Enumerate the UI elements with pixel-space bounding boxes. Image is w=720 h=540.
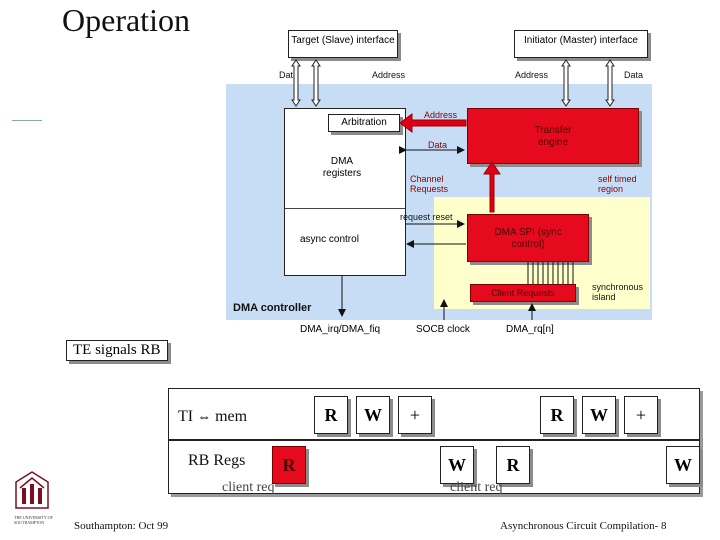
row1-r2-cell: R <box>540 396 574 434</box>
row1-r1-cell: R <box>314 396 348 434</box>
row2-r1-cell: R <box>272 446 306 484</box>
engine-to-arbitration-arrow <box>399 113 467 133</box>
address-to-engine-label: Address <box>424 110 458 120</box>
row1-ti-label: TI ⇔ mem <box>178 408 247 426</box>
channel-requests-label: Channel Requests <box>410 174 449 194</box>
initiator-interface-label: Initiator (Master) interface <box>524 35 638 46</box>
client-request-lines <box>527 262 574 284</box>
row2-w1-label: W <box>448 455 466 475</box>
row1-w2-cell: W <box>582 396 616 434</box>
row2-r2-cell: R <box>496 446 530 484</box>
target-interface-label: Target (Slave) interface <box>291 35 395 46</box>
initiator-interface-box: Initiator (Master) interface <box>514 30 648 58</box>
client-req-label-2: client req <box>450 480 503 495</box>
out-clock-label: SOCB clock <box>416 324 470 335</box>
title-rule <box>12 120 42 121</box>
controller-white-area <box>284 108 406 276</box>
async-control-label: async control <box>300 234 359 245</box>
row1-w1-cell: W <box>356 396 390 434</box>
arbitration-label: Arbitration <box>341 117 387 128</box>
transfer-engine-box: Transfer engine <box>467 108 639 164</box>
te-signals-label-box: TE signals RB <box>66 340 168 361</box>
te-signals-label: TE signals RB <box>73 342 161 358</box>
row1-plus2-label: + <box>635 405 647 425</box>
row1-plus2-cell: + <box>624 396 658 434</box>
row1-r2-label: R <box>550 405 564 425</box>
footer-right: Asynchronous Circuit Compilation- 8 <box>500 520 667 532</box>
transfer-engine-label: Transfer engine <box>534 125 572 148</box>
client-req-label-1: client req <box>222 480 275 495</box>
footer-left: Southampton: Oct 99 <box>74 520 169 532</box>
data-label-right: Data <box>624 70 644 80</box>
dma-controller-label: DMA controller <box>233 302 312 314</box>
self-timed-region-label: self timed region <box>598 174 637 194</box>
row1-r1-label: R <box>324 405 338 425</box>
address-label-left: Address <box>372 70 406 80</box>
channel-requests-arrow <box>483 161 501 213</box>
bus-address-right <box>561 59 571 107</box>
bus-data-right <box>605 59 615 107</box>
dma-spi-box: DMA SPI (sync control) <box>467 214 589 262</box>
te-row-rb-regs <box>168 440 700 494</box>
university-crest-icon: THE UNIVERSITY OF SOUTHAMPTON <box>14 470 54 525</box>
bus-address-left <box>311 59 321 107</box>
row1-plus1-label: + <box>409 405 421 425</box>
request-reset-label: request reset <box>400 212 453 222</box>
row1-mem: mem <box>215 408 248 425</box>
out-irq-label: DMA_irq/DMA_fiq <box>300 324 381 335</box>
data-engine-label: Data <box>428 140 448 150</box>
client-requests-box: Client Requests <box>470 284 576 302</box>
synchronous-island-label: synchronous island <box>592 282 644 302</box>
controller-divider <box>285 208 405 209</box>
row1-plus1-cell: + <box>398 396 432 434</box>
dma-registers-label: DMA registers <box>322 156 362 179</box>
out-rq-label: DMA_rq[n] <box>506 324 554 335</box>
bus-data-left <box>291 59 301 107</box>
client-requests-label: Client Requests <box>491 288 555 298</box>
row1-ti: TI <box>178 408 194 425</box>
row2-w1-cell: W <box>440 446 474 484</box>
row2-rbregs-label: RB Regs <box>188 452 246 469</box>
row1-w2-label: W <box>590 405 608 425</box>
slide-title: Operation <box>62 2 190 38</box>
dma-spi-label: DMA SPI (sync control) <box>494 227 562 250</box>
address-label-right: Address <box>515 70 549 80</box>
te-row-ti-mem <box>168 388 700 440</box>
row1-w1-label: W <box>364 405 382 425</box>
target-interface-box: Target (Slave) interface <box>288 30 398 58</box>
row2-w2-label: W <box>674 455 692 475</box>
bidirectional-arrow-icon: ⇔ <box>197 410 212 425</box>
row2-r2-label: R <box>506 455 520 475</box>
row2-r1-label: R <box>282 455 296 475</box>
row2-w2-cell: W <box>666 446 700 484</box>
data-label-left: Data <box>279 70 299 80</box>
